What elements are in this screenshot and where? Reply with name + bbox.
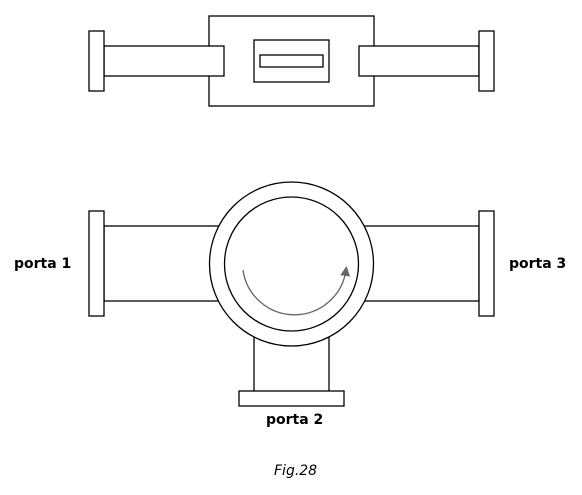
port2-flange xyxy=(238,390,345,407)
port3-label: porta 3 xyxy=(509,256,567,272)
top-view xyxy=(88,15,495,107)
port3-flange xyxy=(478,210,495,317)
circulation-arrow xyxy=(242,266,351,316)
top-view-window-slot xyxy=(259,54,324,68)
ferrite-disk xyxy=(223,196,360,332)
port1-waveguide-arm xyxy=(103,225,225,302)
top-view-left-flange xyxy=(88,30,105,92)
port1-flange xyxy=(88,210,105,317)
figure-caption: Fig.28 xyxy=(274,463,318,479)
front-view xyxy=(88,181,495,407)
port1-label: porta 1 xyxy=(14,256,72,272)
top-view-left-arm xyxy=(103,45,225,77)
top-view-right-flange xyxy=(478,30,495,92)
port3-waveguide-arm xyxy=(358,225,480,302)
port2-label: porta 2 xyxy=(266,412,324,428)
top-view-right-arm xyxy=(358,45,480,77)
